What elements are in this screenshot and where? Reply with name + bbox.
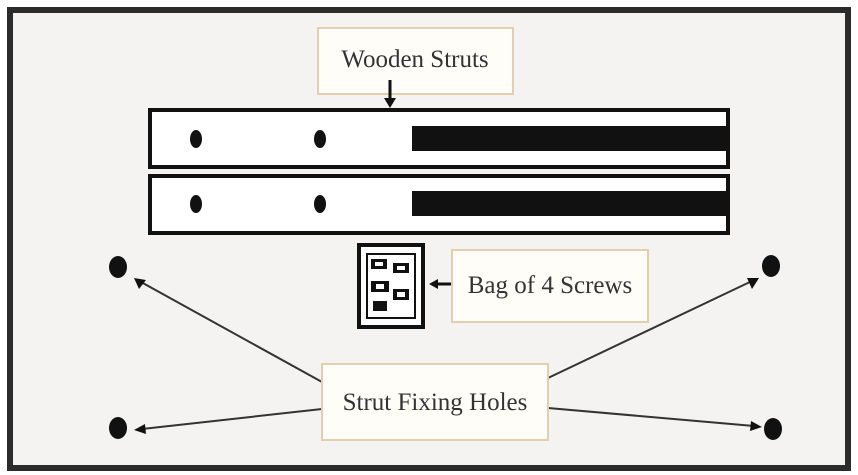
screw-bag-callout: Bag of 4 Screws — [429, 249, 649, 323]
screw-bag-icon — [357, 243, 425, 329]
fixing-hole-bottom-right — [764, 418, 782, 440]
screw-icon — [371, 281, 389, 292]
arrowhead-bottom-left — [134, 424, 146, 434]
strut-hole — [190, 195, 202, 213]
wooden-struts-callout: Wooden Struts — [317, 27, 514, 108]
leader-line-bottom-left — [141, 408, 323, 430]
screw-bag-arrowhead — [429, 279, 438, 289]
fixing-hole-top-right — [762, 255, 780, 277]
strut-hole — [314, 195, 326, 213]
wooden-struts-label-box — [317, 27, 514, 95]
strut-fixing-holes-label: Strut Fixing Holes — [343, 389, 528, 416]
wooden-struts-arrowhead — [384, 98, 396, 108]
fixing-hole-top-left — [109, 256, 127, 278]
strut-dark-section — [412, 191, 726, 216]
fixing-hole-bottom-left — [109, 417, 127, 439]
screw-bag-label-box — [451, 249, 649, 323]
screw-icon — [393, 289, 409, 300]
arrowhead-top-left — [134, 278, 146, 289]
strut-dark-section — [412, 126, 726, 151]
screw-bag-label: Bag of 4 Screws — [468, 272, 633, 299]
strut-fixing-holes-callout: Strut Fixing Holes — [321, 363, 549, 441]
leader-line-bottom-right — [547, 407, 755, 427]
arrowhead-bottom-right — [750, 421, 762, 431]
fixing-hole-leader-lines — [140, 280, 755, 430]
wooden-strut-2 — [148, 174, 730, 235]
strut-hole — [314, 130, 326, 148]
wooden-strut-1 — [148, 108, 730, 169]
screw-icon — [371, 259, 387, 269]
strut-hole — [190, 130, 202, 148]
screw-icon — [393, 263, 409, 273]
fixing-hole-arrowheads — [134, 278, 762, 434]
wooden-struts-label: Wooden Struts — [341, 46, 488, 73]
leader-line-top-left — [140, 281, 323, 383]
leader-line-top-right — [547, 280, 753, 379]
strut-fixing-holes-label-box — [321, 363, 549, 441]
arrowhead-top-right — [747, 278, 759, 289]
